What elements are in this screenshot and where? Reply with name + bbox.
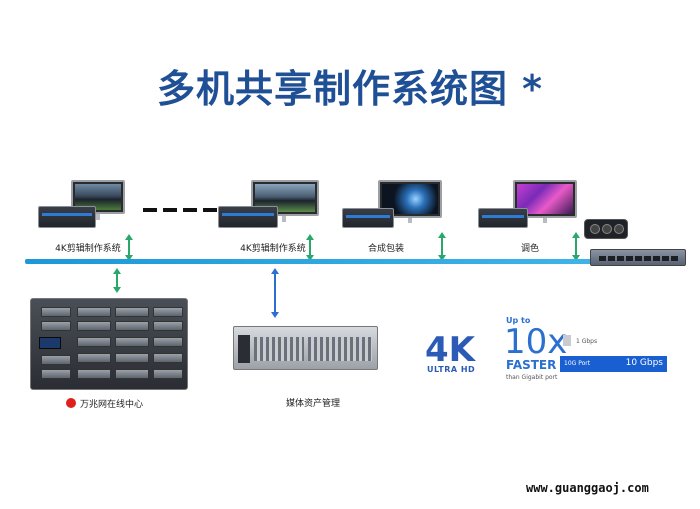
arrow-down-icon	[572, 255, 580, 261]
station-label-4: 调色	[520, 244, 539, 254]
arrow-down-icon	[271, 312, 279, 318]
dashed-link	[203, 208, 217, 212]
media-asset-server	[233, 326, 378, 370]
editing-console	[218, 206, 278, 228]
watermark: www.guanggaoj.com	[526, 481, 649, 495]
port-label: 10G Port	[564, 360, 591, 367]
monitor-stand	[543, 218, 547, 223]
ten-x-text: 10x	[504, 322, 568, 362]
storage-label: 万兆网在线中心	[80, 400, 144, 410]
up-to-text: Up to	[506, 316, 531, 325]
arrow-up-icon	[125, 234, 133, 240]
workstation-3	[340, 180, 445, 240]
arrow-up-icon	[572, 232, 580, 238]
arrow-down-icon	[438, 255, 446, 261]
monitor-stand	[408, 218, 412, 223]
arrow-down-icon	[125, 255, 133, 261]
dashed-link	[163, 208, 177, 212]
arrow-up-icon	[306, 234, 314, 240]
workstation-1	[38, 180, 133, 240]
connector-line	[575, 238, 577, 257]
arrow-down-icon	[306, 255, 314, 261]
connector-line	[274, 274, 276, 314]
editing-console	[478, 208, 528, 228]
gigabit-label: 1 Gbps	[576, 338, 598, 345]
connector-line	[116, 274, 118, 288]
gigabit-bar	[563, 335, 571, 346]
monitor-stand	[96, 214, 100, 220]
station-label-3: 合成包装	[367, 244, 404, 254]
connector-line	[128, 240, 130, 257]
connector-line	[441, 238, 443, 257]
monitor-stand	[282, 216, 286, 222]
arrow-up-icon	[271, 268, 279, 274]
arrow-down-icon	[113, 287, 121, 293]
ultra-hd-text: ULTRA HD	[427, 365, 476, 374]
editing-console	[38, 206, 96, 228]
lcd-panel	[39, 337, 61, 349]
faster-text: FASTER	[506, 358, 557, 372]
red-dot-icon	[66, 398, 76, 408]
arrow-up-icon	[438, 232, 446, 238]
ten-gbps-bar: 10G Port 10 Gbps	[560, 356, 667, 372]
port-speed: 10 Gbps	[625, 358, 663, 368]
4k-badge-text: 4K	[425, 330, 476, 370]
color-grading-panel	[584, 219, 628, 239]
editing-console	[342, 208, 394, 228]
network-switch	[590, 249, 686, 266]
workstation-2	[218, 180, 323, 240]
dashed-link	[183, 208, 197, 212]
station-label-2: 4K剪辑制作系统	[240, 244, 306, 254]
station-label-1: 4K剪辑制作系统	[55, 244, 121, 254]
dashed-link	[143, 208, 157, 212]
storage-array	[30, 298, 188, 390]
arrow-up-icon	[113, 268, 121, 274]
server-label: 媒体资产管理	[286, 399, 341, 409]
diagram-title: 多机共享制作系统图 *	[156, 67, 544, 111]
than-gigabit-text: than Gigabit port	[506, 374, 558, 381]
network-bus	[25, 259, 600, 264]
connector-line	[309, 240, 311, 257]
workstation-4	[478, 180, 588, 240]
